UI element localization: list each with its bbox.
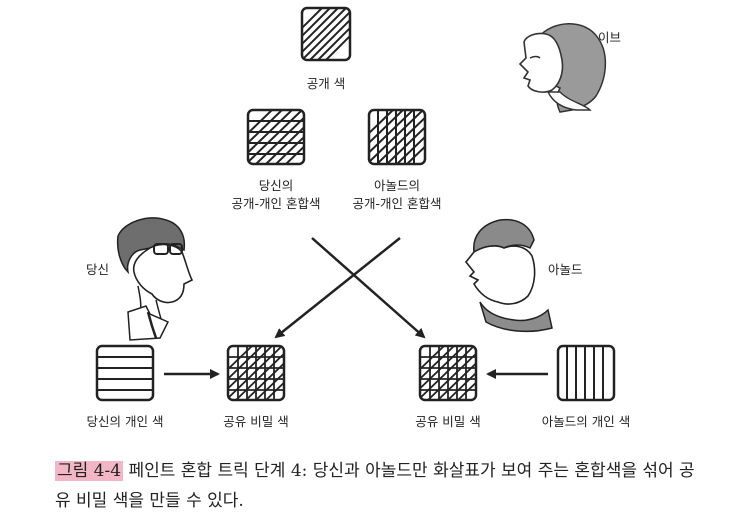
public-color-swatch bbox=[300, 6, 352, 62]
arnold-mix-label-line1: 아놀드의 bbox=[374, 178, 420, 193]
your-mix-label-line2: 공개-개인 혼합색 bbox=[232, 196, 321, 211]
figure-number: 그림 4-4 bbox=[55, 461, 124, 481]
you-label: 당신 bbox=[86, 262, 109, 277]
arnold-mix-swatch bbox=[367, 108, 427, 166]
your-private-color-swatch bbox=[95, 344, 155, 402]
public-color-label: 공개 색 bbox=[307, 76, 345, 91]
figure-caption: 그림 4-4 페인트 혼합 트릭 단계 4: 당신과 아놀드만 화살표가 보여 … bbox=[55, 456, 695, 516]
arnold-private-color-swatch bbox=[556, 344, 616, 402]
arnold-portrait bbox=[464, 218, 553, 333]
shared-secret-label-right: 공유 비밀 색 bbox=[415, 414, 480, 429]
arrow-arnold-mix-to-your-secret bbox=[274, 237, 401, 339]
eve-portrait bbox=[518, 23, 607, 113]
your-mix-swatch bbox=[246, 108, 306, 166]
arnold-label: 아놀드 bbox=[548, 262, 583, 277]
paint-mixing-diagram: 공개 색 이브 당신의 공개-개인 혼합색 bbox=[86, 6, 630, 429]
you-portrait bbox=[116, 217, 194, 341]
arrow-your-mix-to-arnold-secret bbox=[311, 237, 426, 339]
shared-secret-label-left: 공유 비밀 색 bbox=[223, 414, 288, 429]
caption-text: 페인트 혼합 트릭 단계 4: 당신과 아놀드만 화살표가 보여 주는 혼합색을… bbox=[55, 461, 695, 511]
shared-secret-swatch-left bbox=[226, 344, 286, 402]
arnold-mix-label-line2: 공개-개인 혼합색 bbox=[353, 196, 442, 211]
shared-secret-swatch-right bbox=[418, 344, 478, 402]
arnold-private-color-label: 아놀드의 개인 색 bbox=[542, 414, 630, 429]
eve-label: 이브 bbox=[598, 30, 621, 45]
your-mix-label-line1: 당신의 bbox=[259, 178, 294, 193]
your-private-color-label: 당신의 개인 색 bbox=[87, 414, 164, 429]
